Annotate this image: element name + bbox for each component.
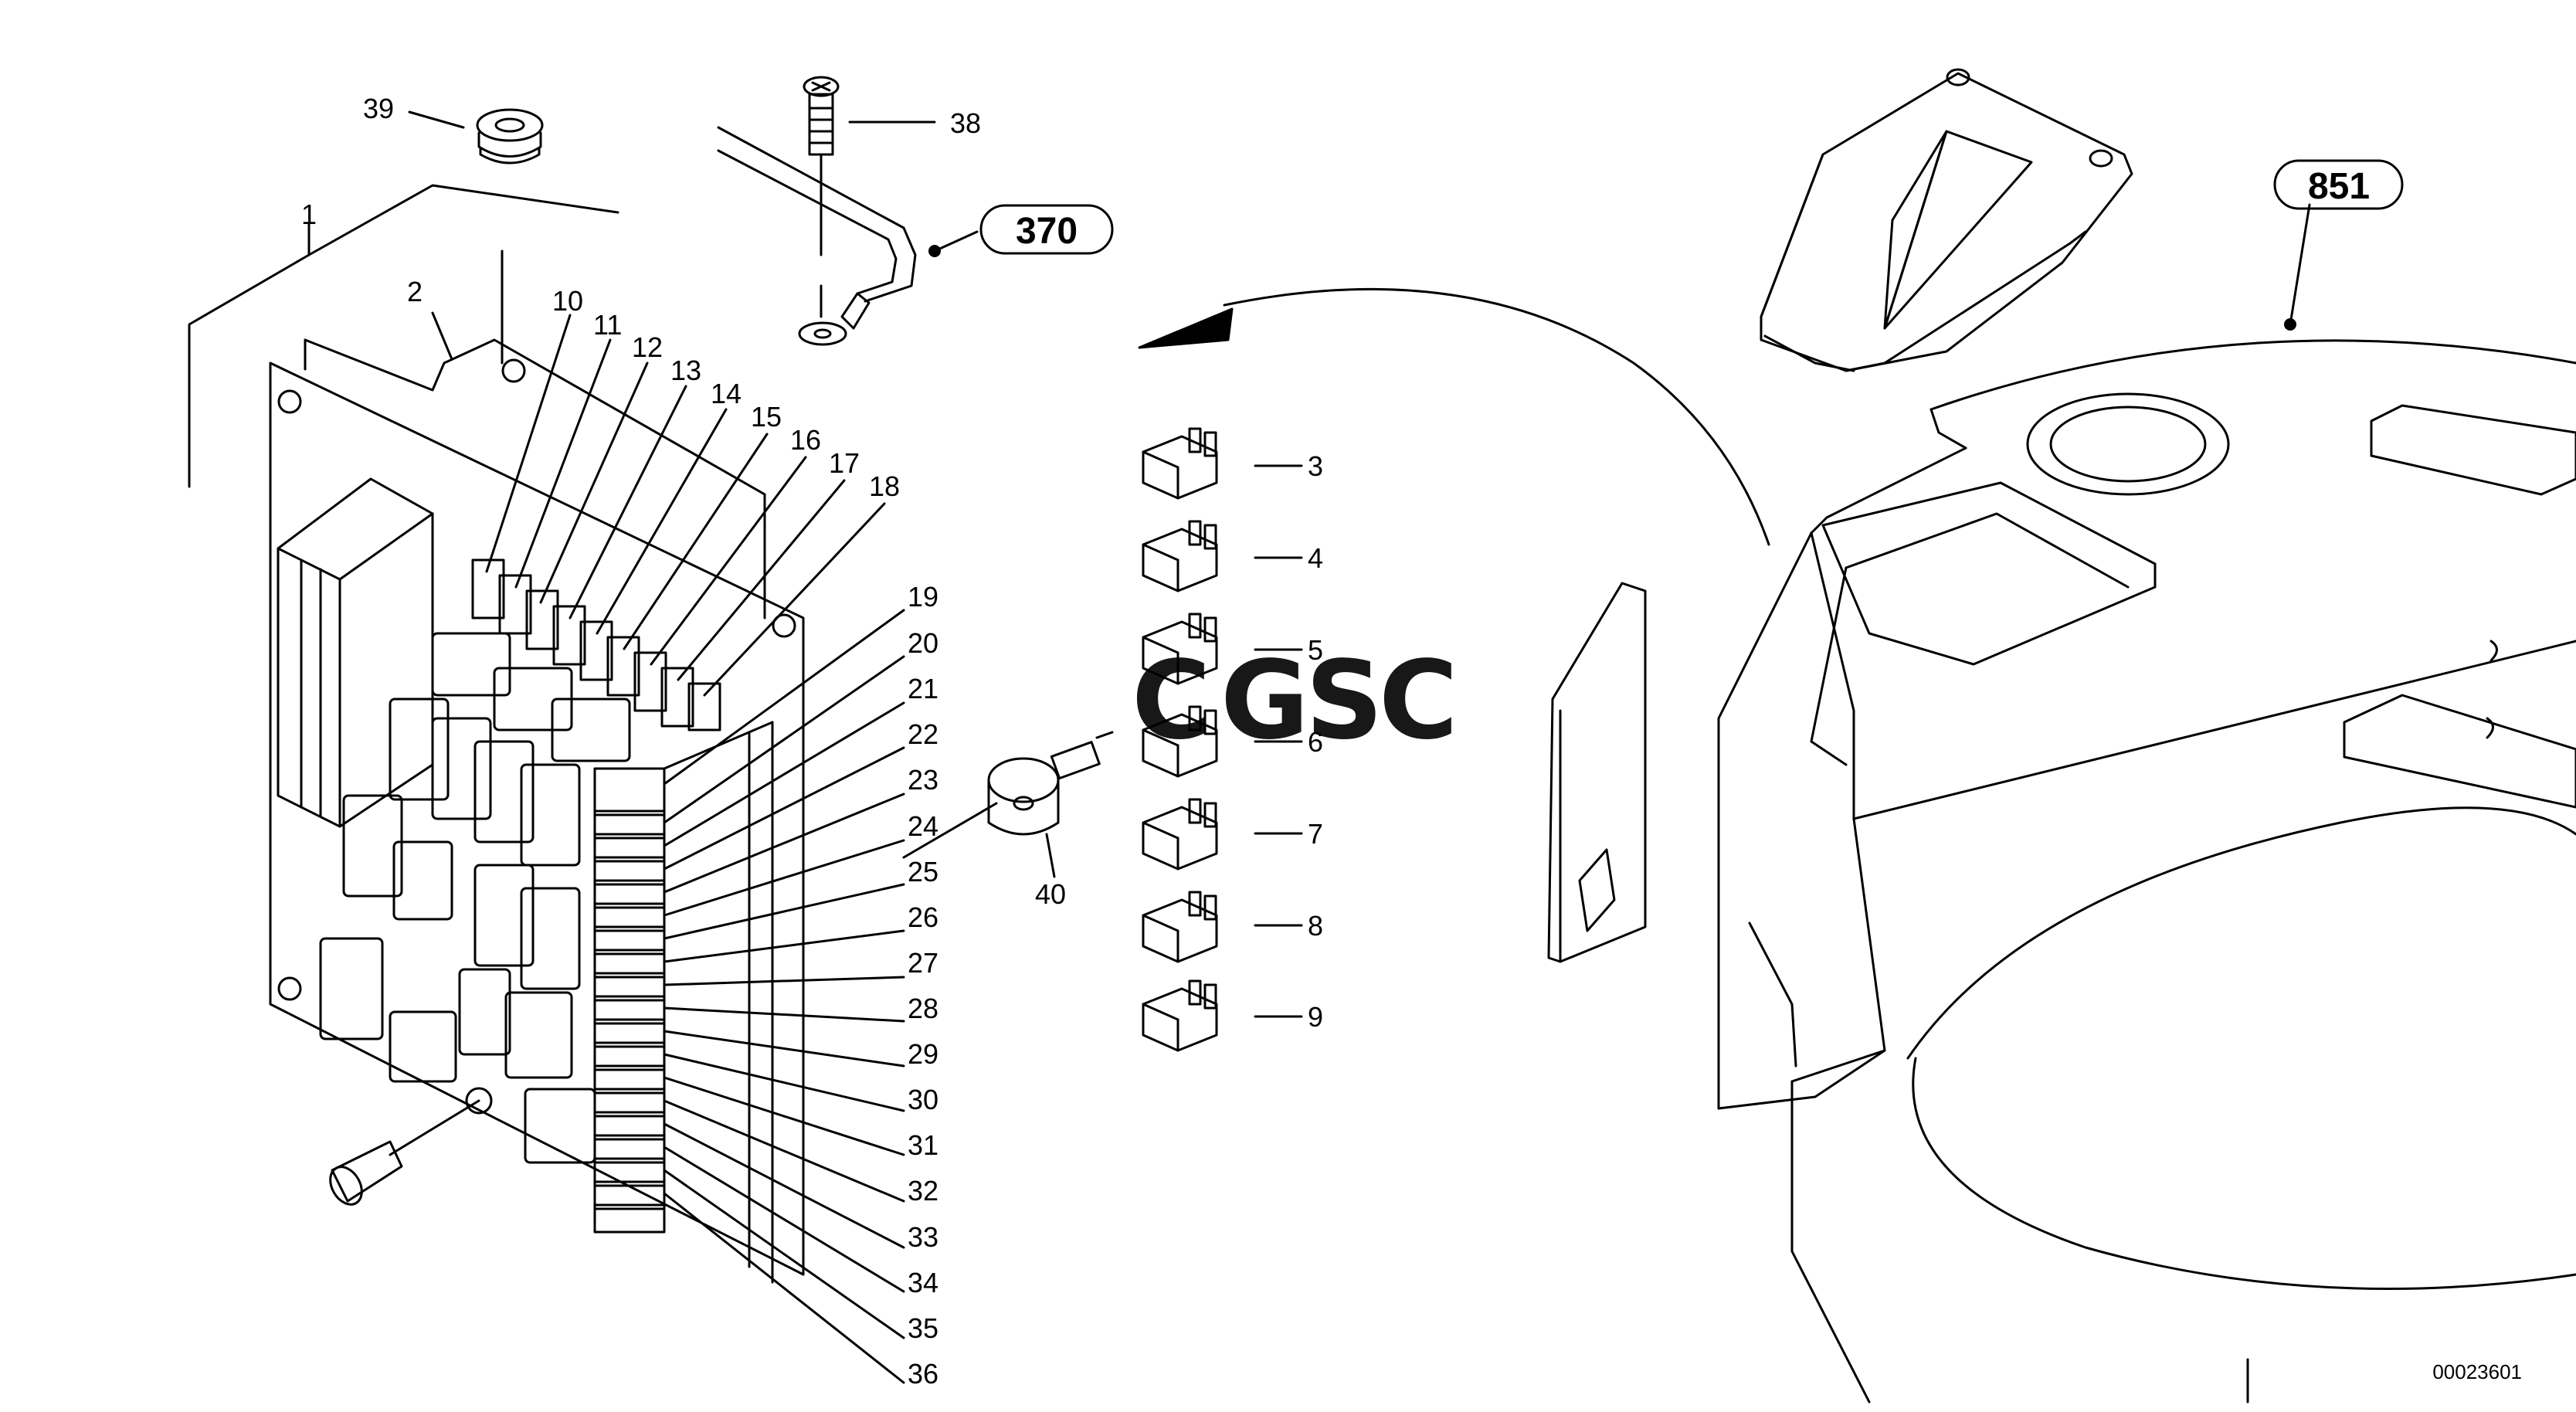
watermark: C G S C bbox=[1132, 638, 1458, 764]
label-25: 25 bbox=[908, 856, 938, 888]
label-38: 38 bbox=[950, 107, 981, 139]
callout-370-pill bbox=[979, 204, 1114, 255]
watermark-letter-2: G bbox=[1220, 638, 1309, 764]
label-4: 4 bbox=[1308, 542, 1323, 574]
label-17: 17 bbox=[829, 447, 860, 479]
cable-junction-dot bbox=[928, 245, 941, 257]
label-9: 9 bbox=[1308, 1001, 1323, 1033]
label-31: 31 bbox=[908, 1129, 938, 1161]
drawing-number: 00023601 bbox=[2432, 1360, 2522, 1383]
callout-851: 851 bbox=[2308, 166, 2370, 207]
label-32: 32 bbox=[908, 1175, 938, 1207]
cover-plate bbox=[1547, 582, 1647, 963]
label-14: 14 bbox=[711, 378, 742, 409]
label-40: 40 bbox=[1035, 878, 1066, 910]
label-7: 7 bbox=[1308, 818, 1323, 850]
label-36: 36 bbox=[908, 1358, 938, 1390]
fuse-8 bbox=[1142, 891, 1218, 963]
connector-blocks bbox=[319, 632, 631, 1164]
label-2: 2 bbox=[407, 276, 423, 307]
fuse-stack bbox=[593, 721, 774, 1284]
relay-block bbox=[277, 477, 434, 828]
grommet bbox=[476, 108, 544, 165]
label-21: 21 bbox=[908, 673, 938, 704]
label-10: 10 bbox=[552, 285, 583, 317]
label-5: 5 bbox=[1308, 634, 1323, 666]
spacer bbox=[902, 731, 1114, 878]
fuse-6 bbox=[1142, 705, 1218, 778]
label-30: 30 bbox=[908, 1084, 938, 1115]
watermark-letter-1: C bbox=[1132, 638, 1211, 764]
label-11: 11 bbox=[593, 309, 622, 341]
fuse-9 bbox=[1142, 979, 1218, 1052]
fuse-7 bbox=[1142, 798, 1218, 871]
label-34: 34 bbox=[908, 1267, 938, 1298]
label-22: 22 bbox=[908, 718, 938, 750]
fuse-3 bbox=[1142, 427, 1218, 500]
housing bbox=[1717, 68, 2576, 1404]
label-23: 23 bbox=[908, 764, 938, 796]
label-26: 26 bbox=[908, 901, 938, 933]
item-numbers: 39 1 2 38 10 11 12 13 14 15 16 17 18 19 … bbox=[301, 93, 1323, 1390]
label-29: 29 bbox=[908, 1038, 938, 1070]
label-3: 3 bbox=[1308, 450, 1323, 482]
label-12: 12 bbox=[632, 331, 663, 363]
assembly-bracket bbox=[188, 184, 619, 488]
watermark-letter-3: S bbox=[1305, 638, 1383, 764]
label-13: 13 bbox=[670, 355, 701, 386]
mini-fuse-row bbox=[471, 558, 721, 731]
label-15: 15 bbox=[751, 401, 782, 433]
label-20: 20 bbox=[908, 627, 938, 659]
callout-851-pill bbox=[2273, 159, 2404, 210]
label-39: 39 bbox=[363, 93, 394, 124]
ground-bolt bbox=[803, 76, 840, 318]
label-35: 35 bbox=[908, 1312, 938, 1344]
label-8: 8 bbox=[1308, 910, 1323, 942]
watermark-letter-4: C bbox=[1379, 638, 1458, 764]
label-24: 24 bbox=[908, 810, 938, 842]
label-16: 16 bbox=[790, 424, 821, 456]
fuse-4 bbox=[1142, 520, 1218, 592]
label-18: 18 bbox=[869, 470, 900, 502]
callout-370: 370 bbox=[1016, 211, 1078, 252]
ground-cable bbox=[717, 126, 917, 346]
leader-lines bbox=[307, 110, 2311, 1384]
label-19: 19 bbox=[908, 581, 938, 613]
fuse-5 bbox=[1142, 613, 1218, 685]
board-screw bbox=[329, 1099, 480, 1206]
label-28: 28 bbox=[908, 993, 938, 1024]
label-33: 33 bbox=[908, 1221, 938, 1253]
label-6: 6 bbox=[1308, 726, 1323, 758]
circuit-board bbox=[269, 249, 805, 1284]
loose-fuses bbox=[1142, 427, 1303, 1052]
housing-junction-dot bbox=[2284, 318, 2296, 331]
direction-arrow bbox=[1138, 287, 1770, 546]
label-27: 27 bbox=[908, 947, 938, 979]
label-1: 1 bbox=[301, 199, 317, 230]
